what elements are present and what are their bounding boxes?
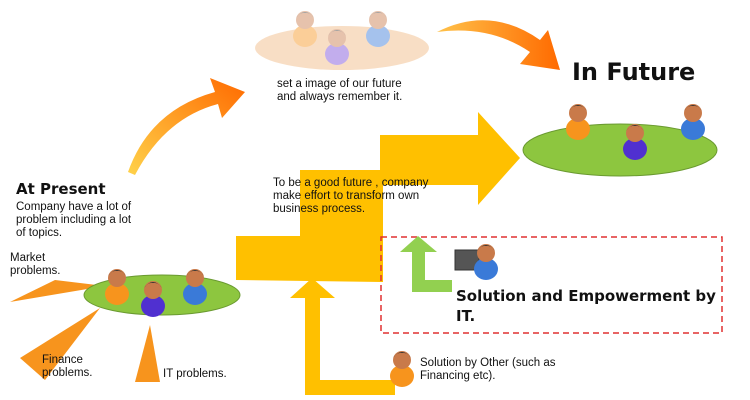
transform-text: To be a good future , company make effor…	[273, 177, 429, 215]
present-title: At Present	[16, 180, 106, 198]
it-arrow	[400, 236, 452, 292]
it-solution-text: Solution and Empowerment by IT.	[456, 287, 716, 325]
finance-problem: Finance problems.	[42, 354, 93, 379]
it-solution-box	[380, 236, 723, 334]
present-description: Company have a lot of problem including …	[16, 201, 132, 239]
staircase-arrow	[236, 112, 520, 282]
vision-text: set a image of our future and always rem…	[277, 78, 403, 103]
curved-arrow-up	[128, 78, 245, 175]
it-wedge	[135, 325, 160, 382]
computer-icon	[454, 249, 480, 271]
market-wedge	[10, 280, 105, 302]
curved-arrow-right	[437, 20, 560, 70]
future-title: In Future	[572, 58, 696, 86]
it-problem: IT problems.	[163, 368, 227, 380]
finance-wedge	[20, 308, 100, 380]
market-problem: Market problems.	[10, 252, 61, 277]
vision-group	[255, 11, 429, 70]
other-solution-arrow	[290, 278, 395, 395]
other-solution-text: Solution by Other (such as Financing etc…	[420, 357, 556, 382]
